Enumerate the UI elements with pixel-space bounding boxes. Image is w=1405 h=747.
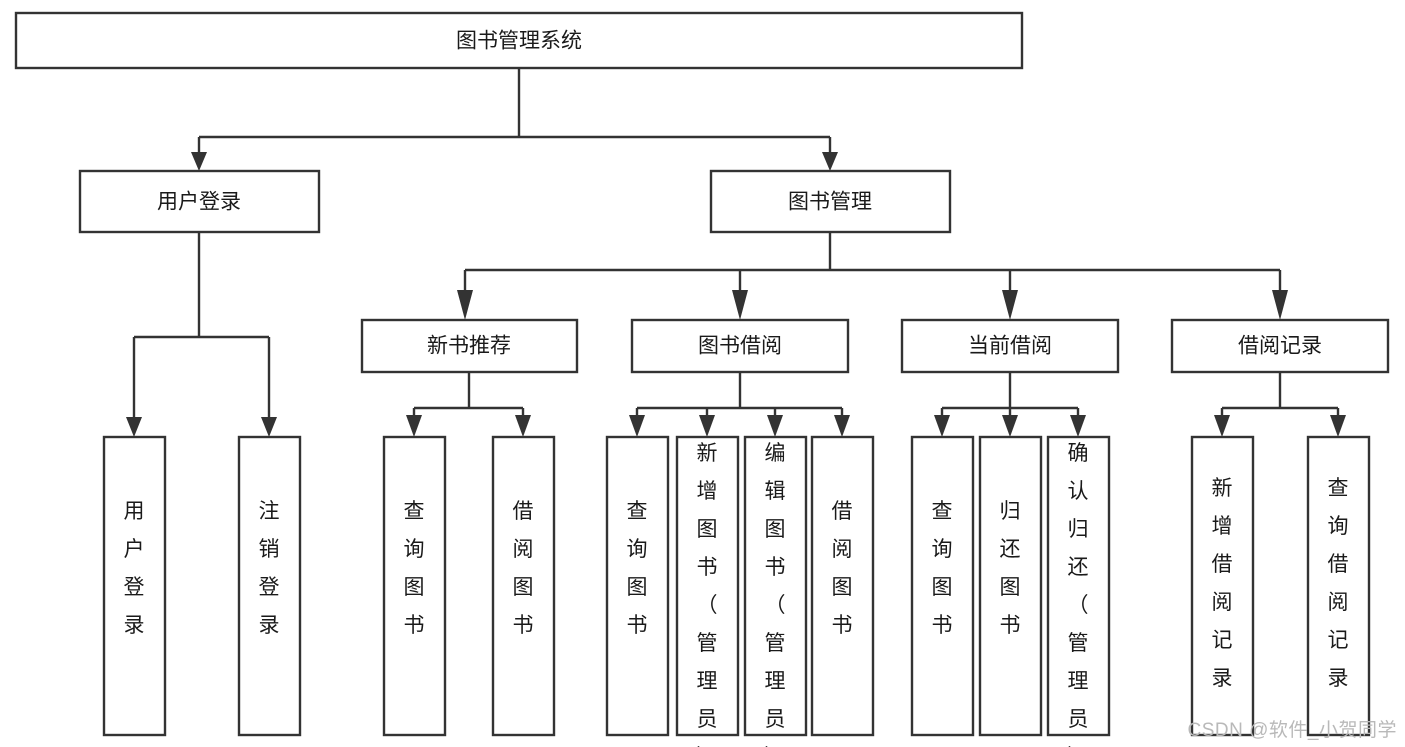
arrow-record-leaf-1 (1214, 415, 1230, 437)
node-current-borrow-box[interactable] (900, 318, 1120, 374)
leaf-record-add-record-label: 新增借阅记录 (1212, 477, 1233, 690)
arrow-borrow-leaf-3 (767, 415, 783, 437)
leaf-borrow-borrow-book[interactable]: 借阅图书 (810, 435, 875, 737)
leaf-newbook-query-book-label: 查询图书 (404, 500, 425, 637)
leaf-logout[interactable]: 注销登录 (237, 435, 302, 737)
leaf-borrow-borrow-book-label: 借阅图书 (832, 500, 853, 637)
node-new-book-recommend-label: 新书推荐 (427, 335, 511, 358)
leaf-current-confirm-return-admin-box[interactable] (1046, 435, 1111, 737)
arrow-current-leaf-3 (1070, 415, 1086, 437)
leaf-newbook-borrow-book-label: 借阅图书 (513, 500, 534, 637)
node-book-borrow-label: 图书借阅 (698, 335, 782, 358)
arrow-to-user-login (191, 152, 207, 171)
leaf-borrow-query-book-box[interactable] (605, 435, 670, 737)
arrow-to-book-mgmt (822, 152, 838, 171)
leaf-record-query-record[interactable]: 查询借阅记录 (1306, 435, 1371, 737)
arrow-newbook-leaf-1 (406, 415, 422, 437)
leaf-borrow-add-book-admin[interactable]: 新增图书（管理员） (675, 435, 740, 747)
leaf-record-query-record-box[interactable] (1306, 435, 1371, 737)
node-new-book-recommend-box[interactable] (360, 318, 579, 374)
leaf-current-return-book[interactable]: 归还图书 (978, 435, 1043, 737)
leaf-user-login-box[interactable] (102, 435, 167, 737)
arrow-to-record (1272, 290, 1288, 320)
node-current-borrow[interactable]: 当前借阅 (900, 318, 1120, 374)
leaf-current-return-book-box[interactable] (978, 435, 1043, 737)
leaf-record-add-record-box[interactable] (1190, 435, 1255, 737)
leaf-record-query-record-label: 查询借阅记录 (1328, 477, 1349, 690)
leaf-current-query-book-label: 查询图书 (932, 500, 953, 637)
leaf-record-add-record[interactable]: 新增借阅记录 (1190, 435, 1255, 737)
arrow-leaf-user-login (126, 417, 142, 437)
node-book-management-label: 图书管理 (788, 191, 872, 214)
node-new-book-recommend[interactable]: 新书推荐 (360, 318, 579, 374)
arrow-current-leaf-1 (934, 415, 950, 437)
node-user-login-box[interactable] (78, 169, 321, 234)
leaf-current-query-book[interactable]: 查询图书 (910, 435, 975, 737)
arrow-borrow-leaf-4 (834, 415, 850, 437)
leaf-logout-box[interactable] (237, 435, 302, 737)
leaf-user-login-label: 用户登录 (124, 500, 145, 637)
connector-layer (126, 68, 1346, 437)
node-root-system-label: 图书管理系统 (456, 30, 582, 53)
leaf-user-login[interactable]: 用户登录 (102, 435, 167, 737)
arrow-to-borrow (732, 290, 748, 320)
arrow-to-current (1002, 290, 1018, 320)
leaf-newbook-borrow-book[interactable]: 借阅图书 (491, 435, 556, 737)
arrow-borrow-leaf-2 (699, 415, 715, 437)
node-root-system[interactable]: 图书管理系统 (14, 11, 1024, 70)
node-borrow-record-box[interactable] (1170, 318, 1390, 374)
leaf-borrow-query-book[interactable]: 查询图书 (605, 435, 670, 737)
node-user-login[interactable]: 用户登录 (78, 169, 321, 234)
leaf-borrow-edit-book-admin-box[interactable] (743, 435, 808, 737)
leaf-current-query-book-box[interactable] (910, 435, 975, 737)
arrow-current-leaf-2 (1002, 415, 1018, 437)
leaf-logout-label: 注销登录 (259, 500, 280, 637)
leaf-borrow-add-book-admin-label: 新增图书（管理员） (697, 442, 718, 747)
node-current-borrow-label: 当前借阅 (968, 335, 1052, 358)
leaf-borrow-query-book-label: 查询图书 (627, 500, 648, 637)
leaf-current-return-book-label: 归还图书 (1000, 500, 1021, 637)
node-book-management-box[interactable] (709, 169, 952, 234)
leaf-borrow-edit-book-admin-label: 编辑图书（管理员） (765, 442, 786, 747)
leaf-borrow-borrow-book-box[interactable] (810, 435, 875, 737)
node-book-management[interactable]: 图书管理 (709, 169, 952, 234)
arrow-borrow-leaf-1 (629, 415, 645, 437)
leaf-newbook-borrow-book-box[interactable] (491, 435, 556, 737)
leaf-current-confirm-return-admin-label: 确认归还（管理员） (1068, 442, 1089, 747)
leaf-newbook-query-book-box[interactable] (382, 435, 447, 737)
node-book-borrow[interactable]: 图书借阅 (630, 318, 850, 374)
node-user-login-label: 用户登录 (157, 191, 241, 214)
arrow-newbook-leaf-2 (515, 415, 531, 437)
arrow-to-newbook (457, 290, 473, 320)
leaf-current-confirm-return-admin[interactable]: 确认归还（管理员） (1046, 435, 1111, 747)
node-book-borrow-box[interactable] (630, 318, 850, 374)
node-borrow-record-label: 借阅记录 (1238, 335, 1322, 358)
leaf-newbook-query-book[interactable]: 查询图书 (382, 435, 447, 737)
arrow-leaf-logout (261, 417, 277, 437)
leaf-borrow-edit-book-admin[interactable]: 编辑图书（管理员） (743, 435, 808, 747)
leaf-borrow-add-book-admin-box[interactable] (675, 435, 740, 737)
node-root-system-box[interactable] (14, 11, 1024, 70)
node-borrow-record[interactable]: 借阅记录 (1170, 318, 1390, 374)
arrow-record-leaf-2 (1330, 415, 1346, 437)
